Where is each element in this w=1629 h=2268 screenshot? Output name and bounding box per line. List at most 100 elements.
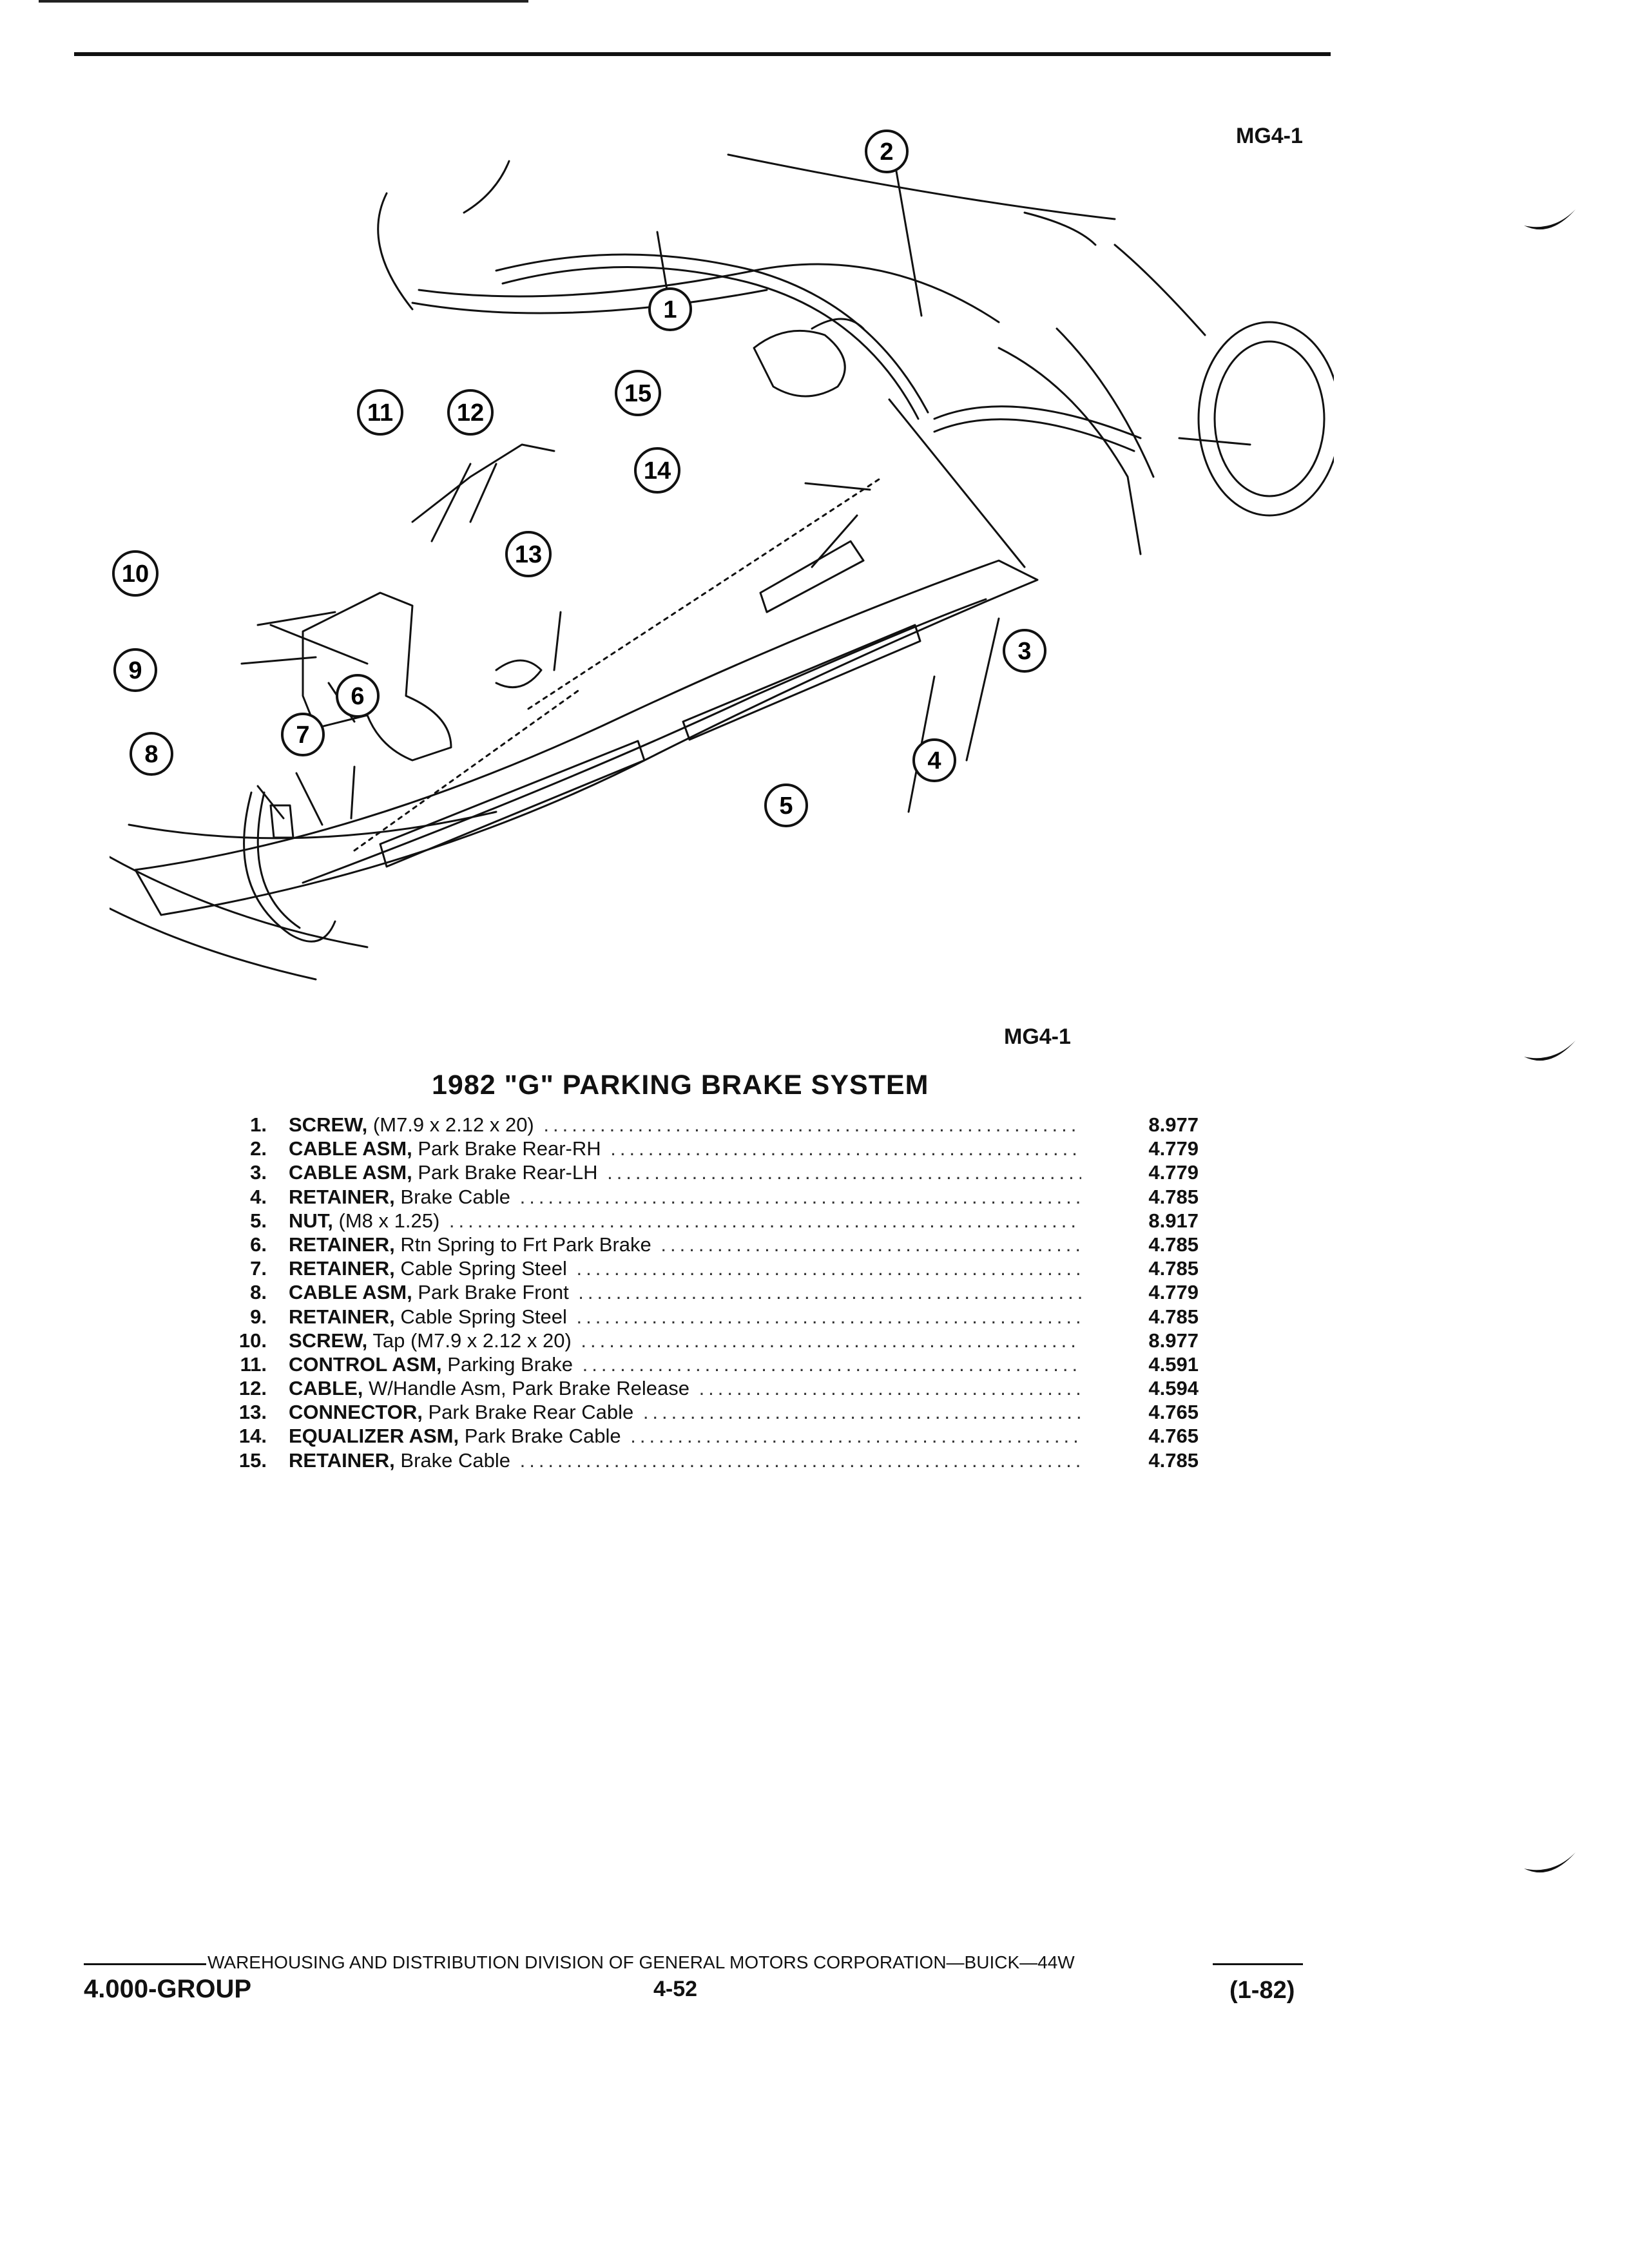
control-asm xyxy=(302,591,452,762)
part-detail: Park Brake Rear-RH xyxy=(418,1137,601,1160)
footer-rule-right xyxy=(1213,1963,1303,1965)
figure-caption-code: MG4-1 xyxy=(1004,1024,1071,1049)
callout-5: 5 xyxy=(764,783,808,827)
parking-brake-diagram: 1 2 3 4 5 6 7 8 9 10 11 12 13 14 15 xyxy=(110,130,1334,981)
svg-text:13: 13 xyxy=(515,541,542,568)
part-name: RETAINER, xyxy=(289,1233,395,1256)
binder-mark-icon xyxy=(1524,1041,1576,1061)
part-name: CABLE ASM, xyxy=(289,1161,412,1184)
part-group-number: 8.977 xyxy=(1148,1113,1199,1136)
part-detail: (M7.9 x 2.12 x 20) xyxy=(372,1113,534,1136)
part-description: CABLE, W/Handle Asm, Park Brake Release … xyxy=(289,1376,1081,1400)
part-group-number: 4.594 xyxy=(1148,1377,1199,1400)
part-group-number: 4.765 xyxy=(1148,1425,1199,1448)
part-number: 6. xyxy=(250,1233,267,1256)
connector xyxy=(495,659,543,689)
svg-text:11: 11 xyxy=(367,399,393,427)
part-detail: Tap (M7.9 x 2.12 x 20) xyxy=(372,1329,572,1352)
part-number: 13. xyxy=(238,1401,267,1424)
part-detail: Brake Cable xyxy=(400,1448,510,1472)
part-row: 9. RETAINER, Cable Spring Steel .........… xyxy=(219,1305,1199,1329)
rocker-slot-2 xyxy=(682,624,921,741)
part-row: 8.CABLE ASM, Park Brake Front ..........… xyxy=(219,1280,1199,1304)
part-detail: W/Handle Asm, Park Brake Release xyxy=(369,1377,689,1400)
dot-leader: ........................................… xyxy=(607,1161,1081,1184)
part-description: CABLE ASM, Park Brake Rear-LH ..........… xyxy=(289,1160,1081,1184)
part-description: RETAINER, Cable Spring Steel ...........… xyxy=(289,1305,1081,1329)
part-row: 2. CABLE ASM, Park Brake Rear-RH ........… xyxy=(219,1137,1199,1160)
callout-2: 2 xyxy=(865,130,909,173)
part-number: 14. xyxy=(238,1425,267,1448)
dot-leader: ........................................… xyxy=(543,1113,1081,1136)
part-name: RETAINER, xyxy=(289,1305,395,1328)
dot-leader: ........................................… xyxy=(699,1377,1081,1400)
part-detail: Brake Cable xyxy=(400,1185,510,1208)
part-number: 15. xyxy=(238,1448,267,1472)
svg-text:15: 15 xyxy=(624,380,651,407)
part-row: 3.CABLE ASM, Park Brake Rear-LH ........… xyxy=(219,1160,1199,1184)
callout-8: 8 xyxy=(130,732,173,776)
rocker-slot xyxy=(379,740,646,868)
part-number: 2. xyxy=(250,1137,267,1160)
part-name: RETAINER, xyxy=(289,1257,395,1280)
dot-leader: ........................................… xyxy=(576,1257,1082,1280)
part-description: CABLE ASM, Park Brake Rear-RH ..........… xyxy=(289,1137,1081,1160)
callout-1: 1 xyxy=(648,287,692,331)
svg-text:10: 10 xyxy=(122,561,149,588)
scan-edge-line xyxy=(39,0,528,3)
part-description: EQUALIZER ASM, Park Brake Cable ........… xyxy=(289,1424,1081,1448)
callout-14: 14 xyxy=(634,447,680,494)
part-description: CABLE ASM, Park Brake Front ............… xyxy=(289,1280,1081,1304)
cable-rear-lh xyxy=(933,405,1142,439)
part-group-number: 4.591 xyxy=(1148,1352,1199,1376)
part-group-number: 4.785 xyxy=(1148,1305,1199,1328)
part-row: 12.CABLE, W/Handle Asm, Park Brake Relea… xyxy=(219,1376,1199,1400)
svg-text:2: 2 xyxy=(880,139,893,166)
part-group-number: 4.779 xyxy=(1148,1137,1199,1160)
parts-list: 1.SCREW, (M7.9 x 2.12 x 20) ............… xyxy=(219,1113,1199,1472)
part-group-number: 4.785 xyxy=(1148,1185,1199,1208)
callout-15: 15 xyxy=(615,370,661,416)
dot-leader: ........................................… xyxy=(610,1137,1081,1160)
callout-12: 12 xyxy=(447,389,494,436)
part-number: 4. xyxy=(250,1185,267,1208)
cable-rear-rh xyxy=(495,253,929,414)
callout-4: 4 xyxy=(912,738,956,782)
part-name: CABLE ASM, xyxy=(289,1137,412,1160)
part-number: 7. xyxy=(250,1257,267,1280)
part-detail: Parking Brake xyxy=(447,1352,574,1376)
part-name: RETAINER, xyxy=(289,1185,395,1208)
svg-text:6: 6 xyxy=(351,683,364,710)
part-description: SCREW, Tap (M7.9 x 2.12 x 20) ..........… xyxy=(289,1329,1081,1352)
release-handle-cable xyxy=(411,443,555,523)
part-number: 9. xyxy=(250,1305,267,1328)
rocker-panel xyxy=(134,559,1039,916)
frame-rail xyxy=(418,263,1000,323)
dot-leader: ........................................… xyxy=(576,1305,1082,1328)
part-group-number: 8.917 xyxy=(1148,1209,1199,1232)
footer-division-text: WAREHOUSING AND DISTRIBUTION DIVISION OF… xyxy=(207,1952,1075,1972)
part-description: NUT, (M8 x 1.25) .......................… xyxy=(289,1209,1081,1233)
part-group-number: 4.779 xyxy=(1148,1281,1199,1304)
svg-text:12: 12 xyxy=(457,399,484,427)
svg-text:5: 5 xyxy=(779,793,793,820)
part-detail: Cable Spring Steel xyxy=(400,1257,567,1280)
svg-text:4: 4 xyxy=(927,747,941,774)
cable-rear-rh-2 xyxy=(501,266,920,420)
part-detail: Rtn Spring to Frt Park Brake xyxy=(400,1233,651,1256)
part-description: RETAINER, Rtn Spring to Frt Park Brake .… xyxy=(289,1233,1081,1256)
svg-text:3: 3 xyxy=(1017,638,1031,665)
part-name: EQUALIZER ASM, xyxy=(289,1425,459,1448)
part-row: 6. RETAINER, Rtn Spring to Frt Park Brake… xyxy=(219,1233,1199,1256)
part-description: CONNECTOR, Park Brake Rear Cable .......… xyxy=(289,1400,1081,1424)
svg-text:8: 8 xyxy=(144,741,158,768)
svg-text:14: 14 xyxy=(644,457,671,485)
cable-rear-lh-2 xyxy=(933,418,1135,452)
rocker-panel-inner xyxy=(302,598,987,884)
dot-leader: ........................................… xyxy=(448,1209,1081,1232)
part-detail: Park Brake Rear Cable xyxy=(428,1401,634,1424)
svg-text:7: 7 xyxy=(296,722,309,749)
callout-7: 7 xyxy=(281,713,325,756)
callout-9: 9 xyxy=(113,648,157,692)
dot-leader: ........................................… xyxy=(582,1352,1081,1376)
